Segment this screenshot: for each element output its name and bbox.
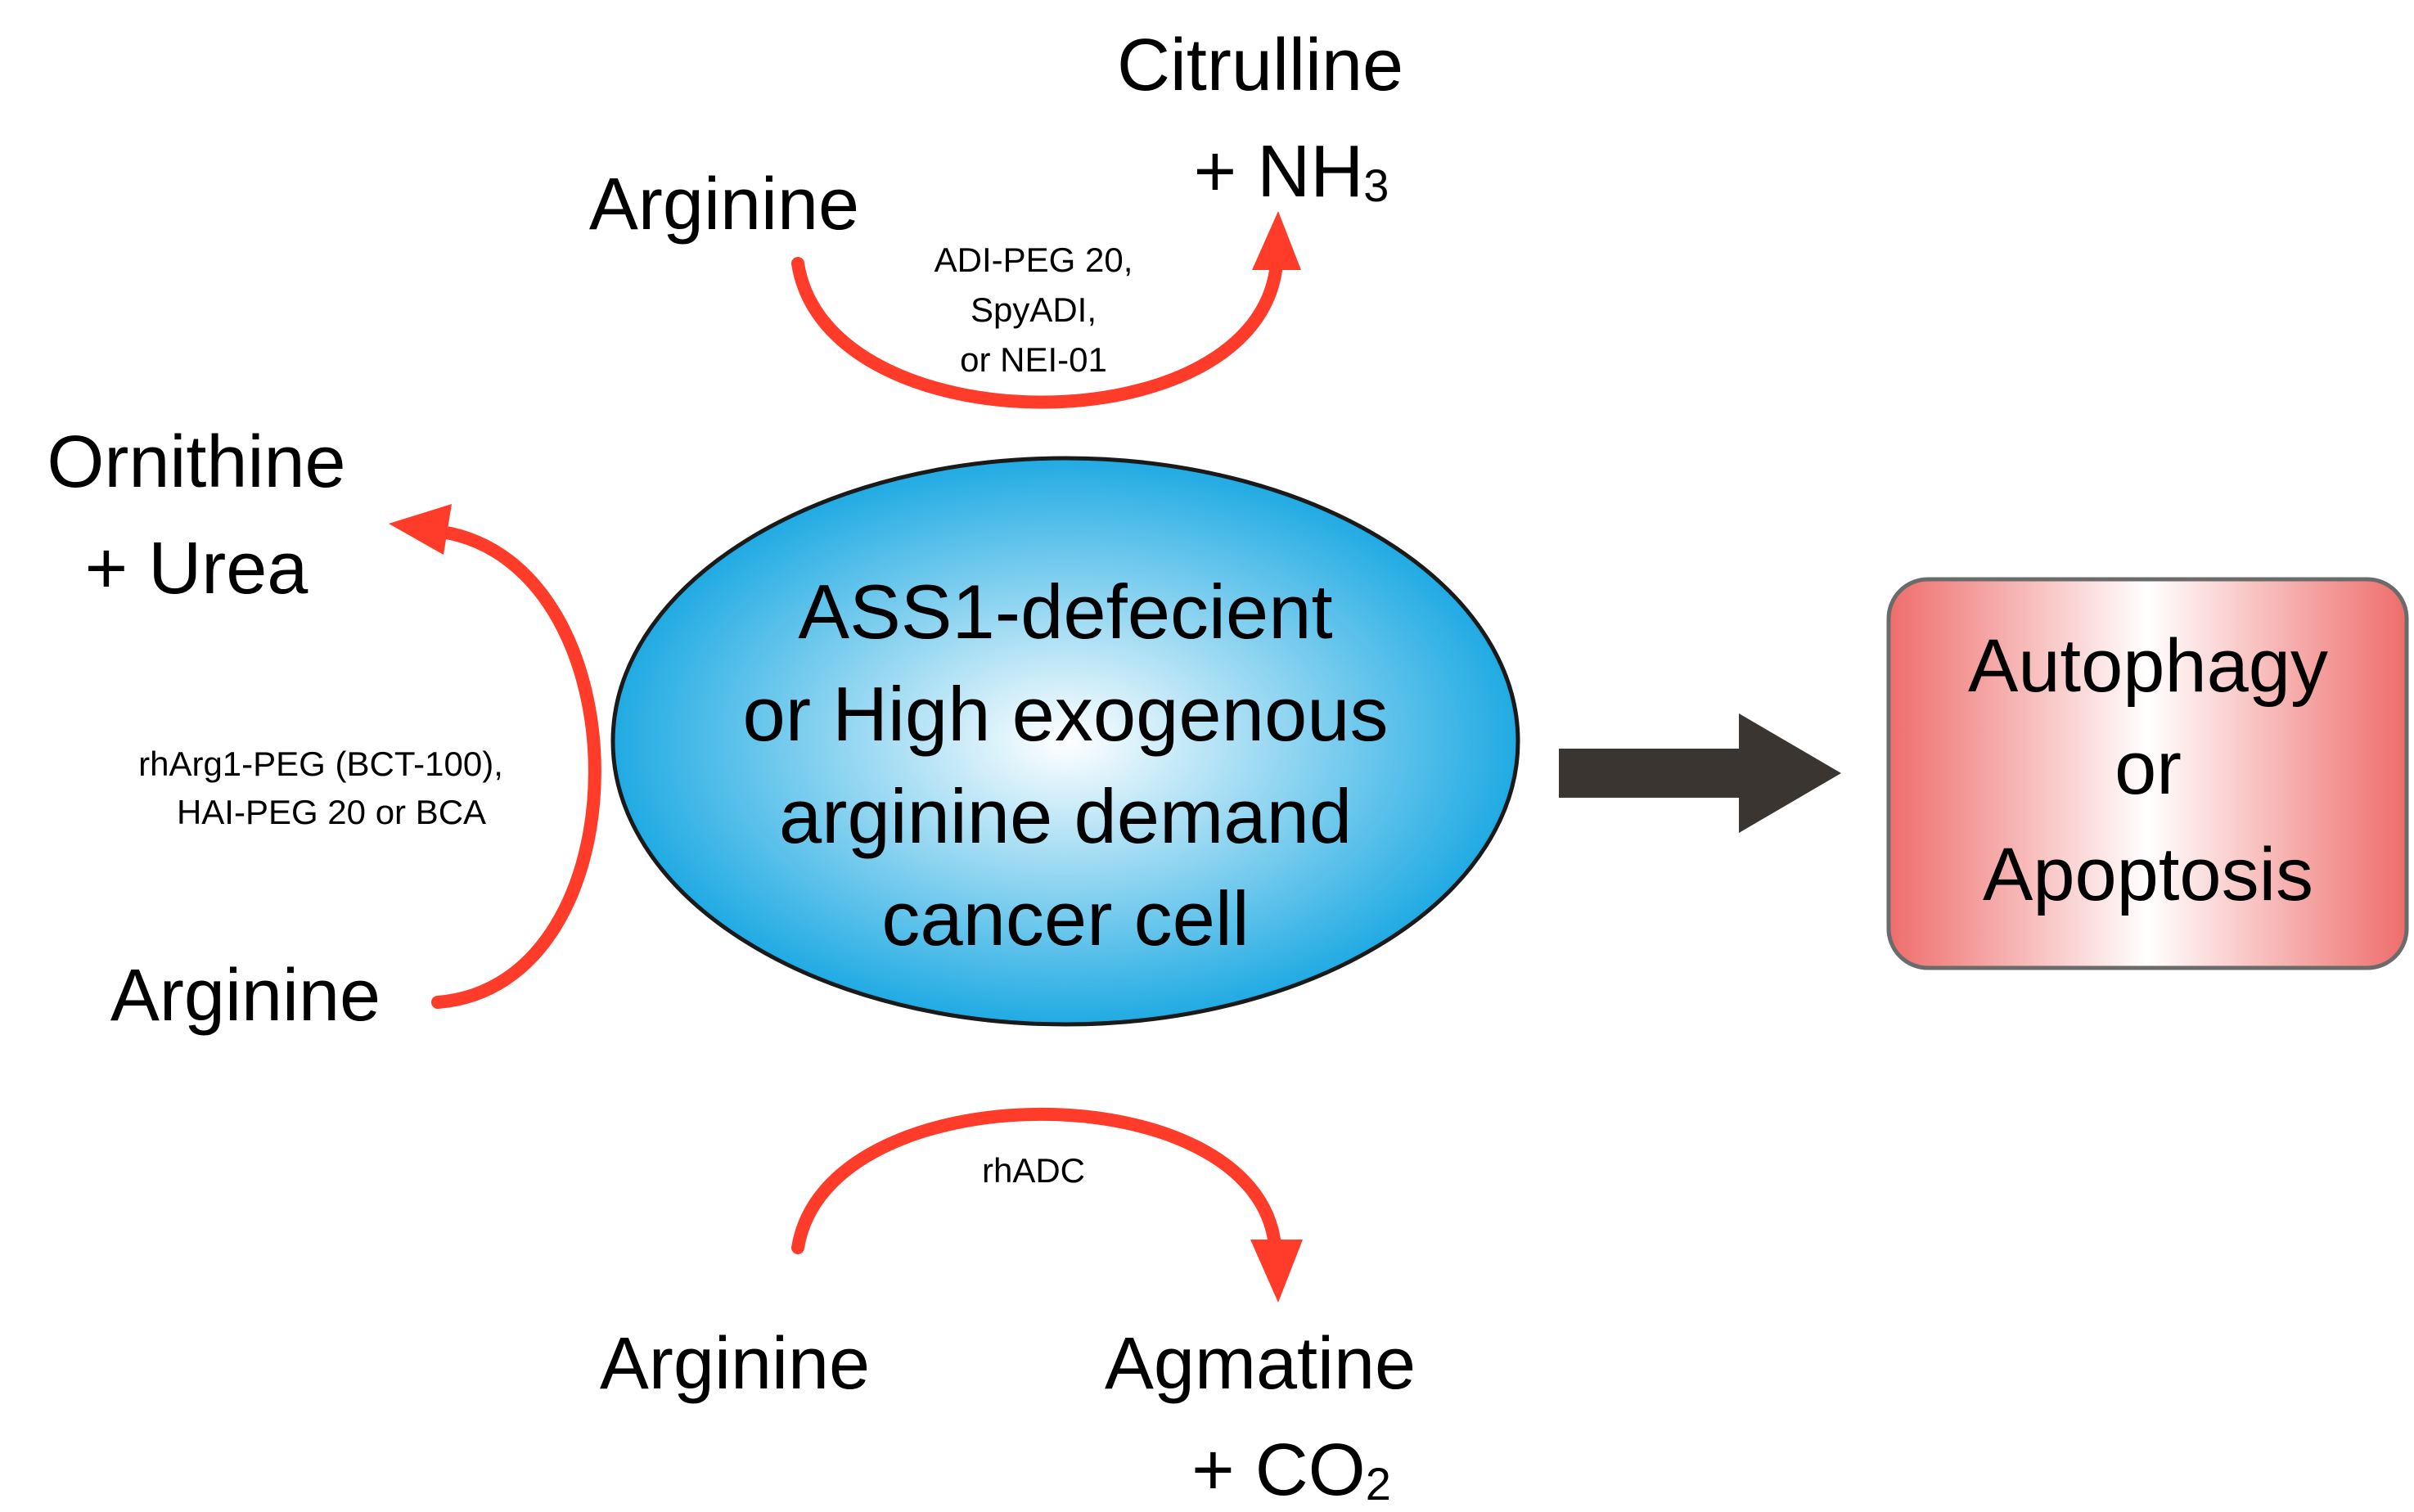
cell-label-3: arginine demand <box>779 773 1352 859</box>
top-arrowhead <box>1252 211 1301 270</box>
bottom-arrowhead <box>1250 1240 1303 1303</box>
cell-ellipse <box>610 456 1520 1027</box>
top-enzyme-label-1: ADI-PEG 20, <box>935 241 1133 279</box>
left-product-label: Ornithine <box>47 421 345 503</box>
outcome-label-3: Apoptosis <box>1983 833 2313 916</box>
left-arrowhead <box>389 504 452 555</box>
bottom-enzyme-arrow <box>791 1108 1281 1254</box>
bottom-reaction: rhADC Arginine Agmatine + CO2 <box>600 1108 1416 1511</box>
left-enzyme-label-1: rhArg1-PEG (BCT-100), <box>138 745 503 783</box>
top-enzyme-label-2: SpyADI, <box>971 290 1097 329</box>
left-enzyme-arrow <box>431 525 601 1009</box>
top-enzyme-label-3: or NEI-01 <box>960 340 1107 379</box>
top-product-label: Citrulline <box>1117 25 1403 106</box>
outcome-label-2: or <box>2115 727 2182 810</box>
cell-label-4: cancer cell <box>881 875 1249 961</box>
cell-label-2: or High exogenous <box>742 671 1388 757</box>
bottom-product-byproduct-label: + CO2 <box>1191 1429 1391 1511</box>
left-substrate-label: Arginine <box>110 955 381 1037</box>
left-product-byproduct-label: + Urea <box>85 528 309 610</box>
top-reaction: Arginine Citrulline + NH3 ADI-PEG 20, Sp… <box>589 25 1403 409</box>
left-reaction: Ornithine + Urea Arginine rhArg1-PEG (BC… <box>47 421 601 1037</box>
cell-label-1: ASS1-defecient <box>798 569 1332 655</box>
outcome-box: Autophagy or Apoptosis <box>1886 577 2409 970</box>
left-enzyme-label-2: HAI-PEG 20 or BCA <box>177 793 486 831</box>
top-product-byproduct-label: + NH3 <box>1194 131 1389 213</box>
bottom-substrate-label: Arginine <box>600 1323 870 1405</box>
result-arrow <box>1559 713 1841 833</box>
bottom-product-label: Agmatine <box>1105 1323 1416 1405</box>
outcome-label-1: Autophagy <box>1968 624 2328 708</box>
bottom-enzyme-label: rhADC <box>982 1151 1085 1190</box>
top-enzyme-arrow <box>791 257 1283 409</box>
center-cell: ASS1-defecient or High exogenous arginin… <box>610 456 1520 1027</box>
outcome-box-rect <box>1886 577 2409 970</box>
top-substrate-label: Arginine <box>589 164 859 245</box>
